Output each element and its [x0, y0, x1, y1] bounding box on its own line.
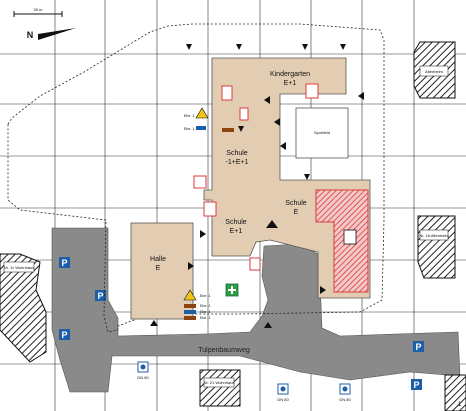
- street-name: Tulpenbaumweg: [198, 347, 250, 354]
- triangle-right-icon: [188, 262, 194, 270]
- floor-label: Ebe -1: [184, 114, 195, 118]
- parking-markers: [59, 257, 424, 390]
- altenheim-16-label: Nr. 16 Altenheim: [419, 233, 449, 238]
- parking-label: P: [61, 258, 67, 268]
- hydrant-markers: [137, 361, 351, 395]
- triangle-right-icon: [320, 286, 326, 294]
- floor-label: Ebe -1: [200, 304, 211, 308]
- floor-label: Ebe -1: [200, 316, 211, 320]
- triangle-left-icon: [264, 96, 270, 104]
- safety-symbols: [183, 83, 357, 320]
- wohnhaus-building-21: [199, 369, 241, 407]
- warning-icon: [195, 107, 209, 119]
- hazard-zone: [315, 189, 369, 293]
- floor-label: Ebe -1: [184, 127, 195, 131]
- floor-label: Ebe -1: [200, 294, 211, 298]
- parking-icon: [59, 329, 70, 340]
- kindergarten-floors: E+1: [284, 80, 297, 87]
- triangle-left-icon: [274, 118, 280, 126]
- wohnhaus-21-label: Nr. 21 Wohnhaus: [204, 380, 235, 385]
- triangle-down-icon: [340, 44, 346, 50]
- schule-label: Schule: [226, 150, 248, 157]
- fire-panel-icon: [305, 83, 319, 99]
- parking-icon: [59, 257, 70, 268]
- parking-icon: [413, 341, 424, 352]
- fire-panel-icon: [221, 85, 233, 101]
- fire-panel-icon: [203, 201, 217, 217]
- fire-panel-icon: [193, 175, 207, 189]
- sportfeld-area: [295, 107, 349, 159]
- schule-e1-label: Schule: [225, 219, 247, 226]
- parking-label: P: [413, 380, 419, 390]
- hydrant-label: DN 80: [137, 375, 149, 380]
- triangle-up-icon: [266, 220, 278, 228]
- scale-bar: 30 m: [13, 7, 63, 17]
- schule-e1-floors: E+1: [230, 228, 243, 235]
- gas-valve-icon: [184, 310, 196, 314]
- north-label: N: [27, 30, 34, 40]
- hydrant-label: DN 80: [339, 397, 351, 402]
- hydrant-label: DN 80: [277, 397, 289, 402]
- parking-icon: [95, 290, 106, 301]
- wohnhaus-building-11: [0, 253, 47, 363]
- page-number: 1: [458, 402, 462, 408]
- fire-extinguisher-icon: [343, 229, 357, 245]
- floor-label: Ebe -1: [200, 310, 211, 314]
- assembly-point-icon: [249, 257, 261, 271]
- altenheim-building-16: [417, 215, 456, 279]
- access-arrows: [150, 44, 364, 328]
- altenheim-label: Altenheim: [425, 69, 443, 74]
- water-valve-icon: [184, 316, 196, 320]
- triangle-left-icon: [280, 142, 286, 150]
- halle-floors: E: [156, 265, 161, 272]
- parking-label: P: [415, 342, 421, 352]
- corner-building: [444, 374, 466, 411]
- road-network: [51, 227, 461, 393]
- triangle-down-icon: [302, 44, 308, 50]
- schule-e-floors: E: [294, 209, 299, 216]
- sportfeld-label: Sportfeld: [314, 130, 330, 135]
- halle-label: Halle: [150, 256, 166, 263]
- schule-e-label: Schule: [285, 200, 307, 207]
- triangle-down-icon: [304, 174, 310, 180]
- triangle-up-icon: [264, 322, 272, 328]
- north-arrow: N: [27, 28, 76, 40]
- parking-label: P: [61, 330, 67, 340]
- gas-valve-icon: [196, 126, 206, 130]
- triangle-right-icon: [200, 230, 206, 238]
- triangle-down-icon: [186, 44, 192, 50]
- parking-icon: [411, 379, 422, 390]
- water-valve-icon: [222, 128, 234, 132]
- scale-label: 30 m: [34, 7, 44, 12]
- property-boundary: [7, 23, 385, 333]
- wohnhaus-11-label: Nr. 11 Wohnhaus: [4, 265, 35, 270]
- halle-building: [130, 222, 194, 320]
- kindergarten-label: Kindergarten: [270, 71, 310, 78]
- parking-label: P: [97, 291, 103, 301]
- fire-panel-icon: [239, 107, 249, 121]
- triangle-up-icon: [150, 320, 158, 326]
- schule-floors: -1+E+1: [226, 159, 249, 166]
- water-valve-icon: [184, 304, 196, 308]
- warning-icon: [183, 289, 197, 301]
- triangle-down-icon: [236, 44, 242, 50]
- triangle-left-icon: [358, 92, 364, 100]
- triangle-down-icon: [238, 126, 244, 132]
